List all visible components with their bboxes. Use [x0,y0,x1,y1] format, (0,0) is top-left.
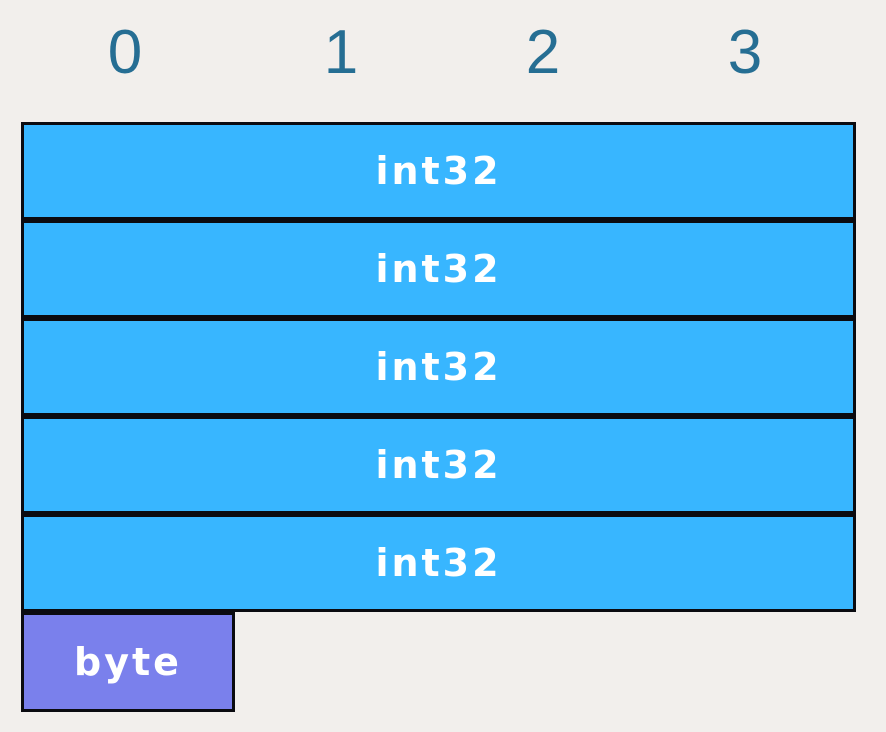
memory-cell-int32: int32 [21,416,856,514]
memory-rows: int32 int32 int32 int32 int32 [21,122,856,612]
offset-label-1: 1 [323,18,359,87]
offset-label-0: 0 [107,18,143,87]
memory-cell-int32: int32 [21,220,856,318]
memory-cell-int32: int32 [21,514,856,612]
memory-cell-int32: int32 [21,318,856,416]
byte-offset-header: 0 1 2 3 [0,22,886,84]
offset-label-2: 2 [525,18,561,87]
offset-label-3: 3 [727,18,763,87]
memory-cell-int32: int32 [21,122,856,220]
memory-cell-byte: byte [21,612,235,712]
